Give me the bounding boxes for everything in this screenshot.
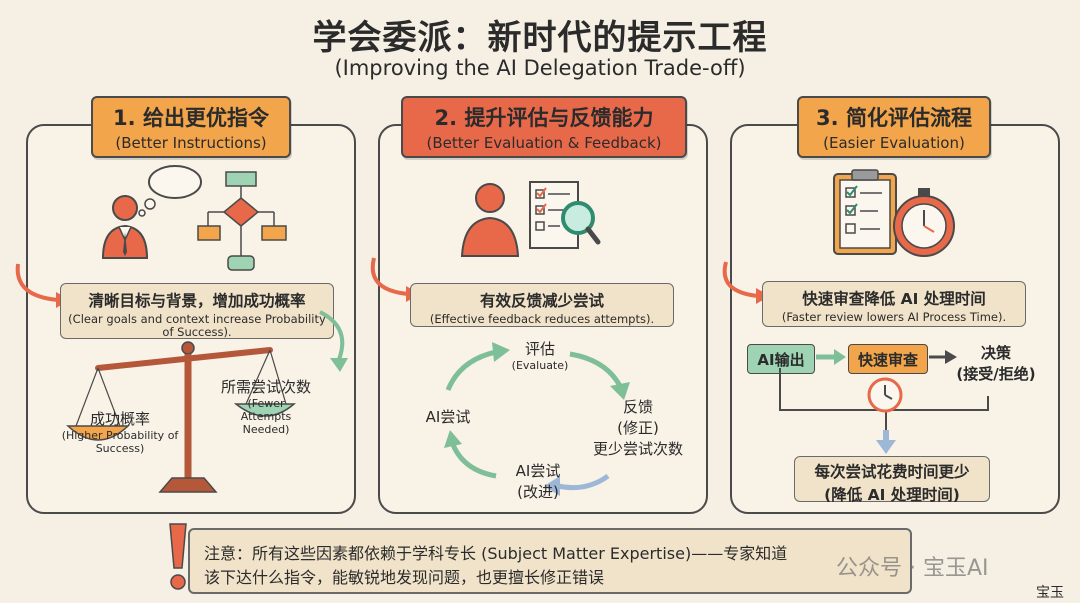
checklist-stopwatch-icon — [833, 169, 955, 257]
page-title: 学会委派：新时代的提示工程 — [312, 18, 768, 58]
cycle-evaluate-text: 评估 — [524, 340, 555, 358]
cycle-feedback-text: 反馈 — [622, 398, 653, 416]
cycle-improve-sub: (改进) — [517, 483, 559, 501]
small-clock-icon — [867, 377, 903, 413]
flowchart-icon — [197, 171, 287, 271]
panel-2-heading-en: (Better Evaluation & Feedback) — [426, 134, 662, 152]
cycle-evaluate-text-en: (Evaluate) — [511, 359, 569, 372]
higher-probability-text: 成功概率 — [89, 410, 150, 428]
cycle-fewer-attempts: 更少尝试次数 — [592, 440, 683, 458]
panel-3-summary: 快速审查降低 AI 处理时间 — [802, 290, 986, 308]
cycle-ai-attempt-text: AI尝试 — [425, 408, 471, 426]
arrow-to-fewer-attempts — [319, 310, 348, 372]
panel-2-summary-box: 有效反馈减少尝试 (Effective feedback reduces att… — [410, 283, 674, 327]
time-saved-box: 每次尝试花费时间更少 (降低 AI 处理时间) — [794, 456, 990, 504]
decision-sub: (接受/拒绝) — [956, 365, 1036, 383]
time-saved-text: 每次尝试花费时间更少 — [814, 463, 970, 481]
decision-text: 决策 — [980, 344, 1011, 362]
panel-1-summary-box: 清晰目标与背景，增加成功概率 (Clear goals and context … — [60, 283, 334, 339]
panel-1-heading-en: (Better Instructions) — [115, 134, 267, 152]
signature: 宝玉 — [1036, 585, 1064, 601]
cycle-feedback: 反馈 (修正) 更少尝试次数 — [576, 396, 700, 459]
panel-3-summary-en: (Faster review lowers AI Process Time). — [781, 310, 1007, 324]
panel-2-heading: 2. 提升评估与反馈能力 — [434, 106, 654, 130]
panel-1-header: 1. 给出更优指令 (Better Instructions) — [91, 96, 291, 158]
person-thinking-icon — [101, 165, 202, 259]
flow-arrow-1 — [816, 349, 846, 365]
fewer-attempts-text: 所需尝试次数 — [220, 378, 311, 396]
panel-3-summary-box: 快速审查降低 AI 处理时间 (Faster review lowers AI … — [762, 281, 1026, 327]
expertise-note — [188, 528, 912, 594]
time-saved-sub: (降低 AI 处理时间) — [824, 486, 960, 504]
quick-review-node: 快速审查 — [848, 344, 928, 374]
panel-2-summary-en: (Effective feedback reduces attempts). — [429, 312, 655, 326]
higher-probability-text-en: (Higher Probability of Success) — [61, 429, 179, 455]
fewer-attempts-text-en: (Fewer Attempts Needed) — [240, 397, 292, 436]
cycle-improve-text: AI尝试 — [515, 462, 561, 480]
flow-arrow-2 — [929, 350, 957, 364]
page-subtitle: (Improving the AI Delegation Trade-off) — [334, 56, 746, 80]
feedback-cycle-arrows — [444, 342, 630, 496]
cycle-evaluate: 评估 (Evaluate) — [498, 338, 582, 372]
higher-probability-label: 成功概率 (Higher Probability of Success) — [50, 408, 190, 455]
note-line-2: 该下达什么指令，能敏锐地发现问题，也更擅长修正错误 — [204, 568, 605, 587]
panel-1-summary-en: (Clear goals and context increase Probab… — [68, 312, 326, 339]
fewer-attempts-label: 所需尝试次数 (Fewer Attempts Needed) — [196, 376, 336, 436]
panel-1-summary: 清晰目标与背景，增加成功概率 — [88, 292, 306, 310]
balance-scale-icon — [66, 341, 297, 493]
cycle-feedback-sub: (修正) — [617, 419, 659, 437]
panel-2-summary: 有效反馈减少尝试 — [479, 292, 604, 310]
panel-3-header: 3. 简化评估流程 (Easier Evaluation) — [797, 96, 991, 158]
ai-output-node: AI输出 — [747, 344, 815, 374]
exclamation-icon — [169, 523, 187, 590]
watermark: 公众号 · 宝玉AI — [836, 556, 989, 581]
panel-2-header: 2. 提升评估与反馈能力 (Better Evaluation & Feedba… — [401, 96, 687, 158]
panel-3-heading: 3. 简化评估流程 — [816, 106, 972, 130]
reviewer-with-magnifier-icon — [460, 181, 601, 257]
panel-3-heading-en: (Easier Evaluation) — [823, 134, 965, 152]
cycle-improve: AI尝试 (改进) — [494, 460, 582, 502]
note-line-1: 注意：所有这些因素都依赖于学科专长 (Subject Matter Expert… — [204, 544, 788, 563]
panel-1-heading: 1. 给出更优指令 — [113, 106, 269, 130]
cycle-ai-attempt: AI尝试 — [408, 406, 488, 427]
decision-node: 决策 (接受/拒绝) — [948, 342, 1044, 384]
